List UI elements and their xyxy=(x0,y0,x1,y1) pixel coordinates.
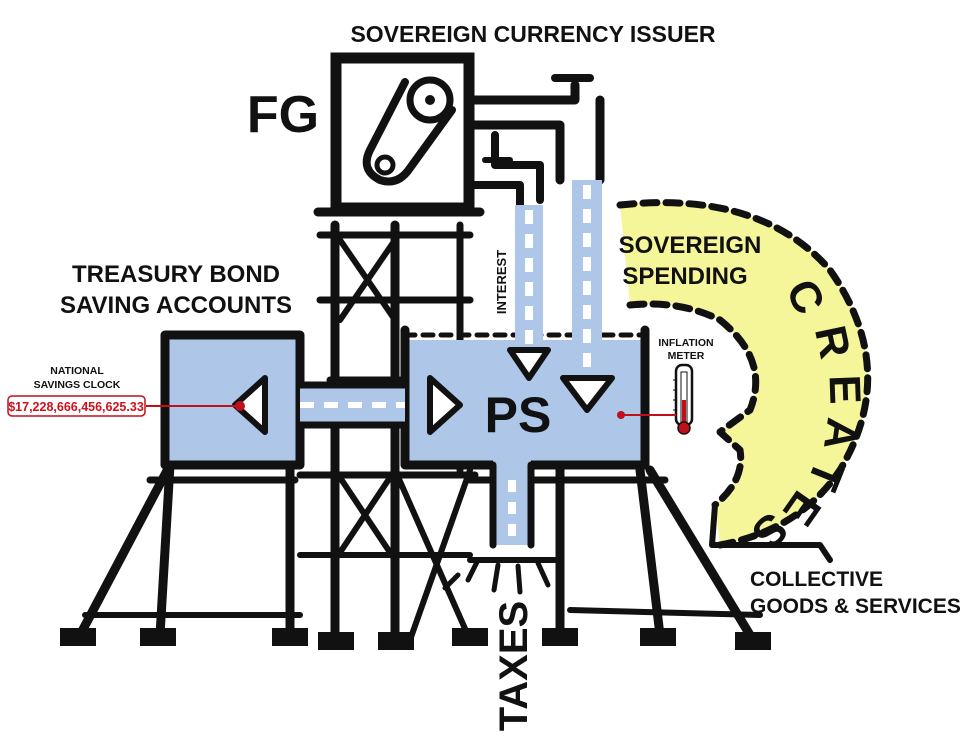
scaffold-feet xyxy=(60,628,771,650)
clock-label-line1: NATIONAL xyxy=(50,365,104,377)
treasury-label-line1: TREASURY BOND xyxy=(72,261,280,288)
clock-value: $17,228,666,456,625.33 xyxy=(8,400,144,414)
treasury-label-line2: SAVING ACCOUNTS xyxy=(60,292,292,319)
savings-clock: $17,228,666,456,625.33 xyxy=(7,395,245,417)
scaffold xyxy=(75,220,763,645)
clock-label-line2: SAVINGS CLOCK xyxy=(34,379,121,391)
inflation-meter xyxy=(617,363,694,435)
treasury-tank xyxy=(160,330,305,470)
issuer-pipes xyxy=(464,74,615,413)
meter-label-line1: INFLATION xyxy=(658,337,713,349)
creates-letter: E xyxy=(819,374,869,405)
creates-letter: A xyxy=(814,415,867,453)
collective-label-line1: COLLECTIVE xyxy=(750,568,883,591)
fg-label: FG xyxy=(247,86,319,144)
taxes-label: TAXES xyxy=(492,601,536,731)
spending-label-line1: SOVEREIGN xyxy=(619,232,762,259)
tax-drain xyxy=(442,440,551,595)
savings-pipe xyxy=(232,375,463,435)
meter-label-line2: METER xyxy=(668,350,705,362)
interest-label: INTEREST xyxy=(494,250,509,314)
collective-label-line2: GOODS & SERVICES xyxy=(750,595,961,618)
issuer-label: SOVEREIGN CURRENCY ISSUER xyxy=(350,21,715,47)
spending-label-line2: SPENDING xyxy=(622,263,747,290)
creates-arc xyxy=(616,199,872,563)
ps-label: PS xyxy=(485,387,552,443)
fg-box xyxy=(313,52,485,217)
